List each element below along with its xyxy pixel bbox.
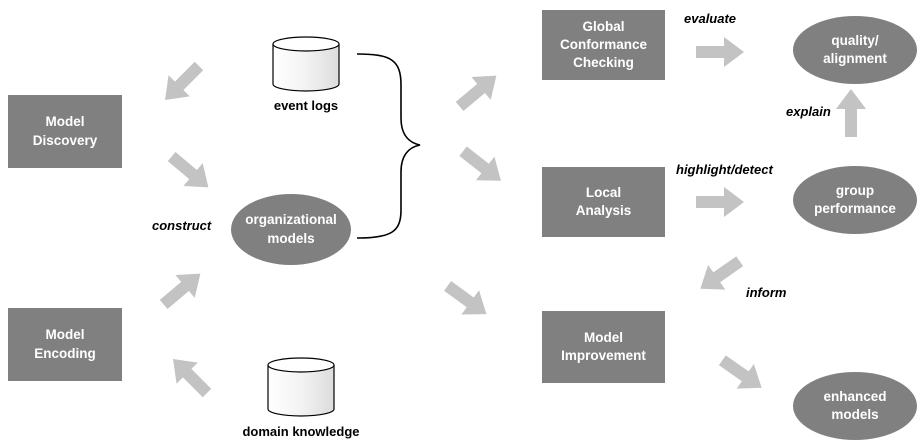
arrow-highlight-detect	[696, 187, 744, 217]
organizational-models-oval: organizational models	[231, 194, 351, 265]
event-logs-label: event logs	[273, 98, 339, 113]
curly-brace-icon	[356, 53, 421, 239]
model-improvement-box: Model Improvement	[542, 311, 665, 383]
arrow-encoding-to-models	[153, 262, 211, 316]
arrow-discovery-to-models	[161, 145, 219, 199]
global-conformance-checking-box: Global Conformance Checking	[542, 10, 665, 80]
inform-label: inform	[746, 285, 787, 300]
arrow-inform	[691, 248, 749, 302]
quality-alignment-oval: quality/ alignment	[793, 16, 917, 84]
evaluate-label: evaluate	[684, 11, 737, 26]
database-icon	[267, 357, 335, 417]
highlight-detect-label: highlight/detect	[676, 162, 773, 177]
group-performance-oval: group performance	[793, 166, 917, 234]
database-icon	[272, 36, 340, 92]
enhanced-models-oval: enhanced models	[793, 372, 917, 440]
arrow-to-enhanced-models	[713, 347, 771, 401]
arrow-to-local-analysis	[453, 139, 511, 193]
local-analysis-box: Local Analysis	[542, 167, 665, 237]
arrow-knowledge-to-encoding	[162, 348, 218, 404]
construct-label: construct	[152, 218, 212, 233]
arrow-evaluate	[696, 37, 744, 67]
arrow-to-global-conformance	[449, 64, 507, 118]
arrow-explain	[836, 89, 866, 137]
model-discovery-box: Model Discovery	[8, 95, 122, 168]
model-encoding-box: Model Encoding	[8, 308, 122, 381]
explain-label: explain	[786, 104, 831, 119]
arrow-to-model-improvement	[438, 273, 496, 327]
domain-knowledge-label: domain knowledge	[242, 424, 360, 439]
arrow-logs-to-discovery	[154, 55, 210, 111]
